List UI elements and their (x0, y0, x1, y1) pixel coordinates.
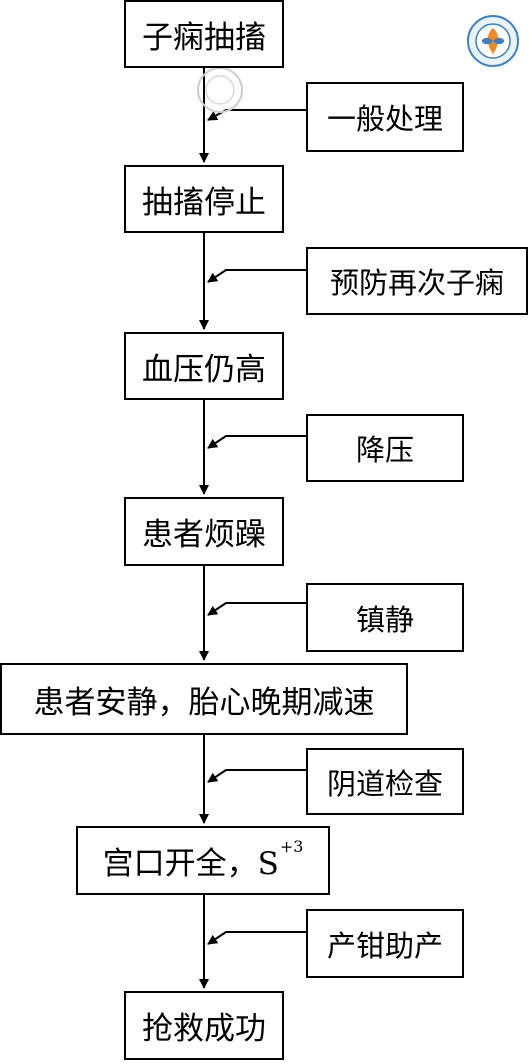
step-label: 宫口开全，S (102, 846, 279, 882)
side-connector-3 (207, 435, 306, 449)
side-connector-1 (207, 109, 306, 121)
step-rescue-success: 抢救成功 (124, 991, 284, 1060)
action-sedation: 镇静 (306, 583, 464, 652)
step-label: 抢救成功 (142, 1011, 266, 1047)
step-cervix-fully-dilated: 宫口开全，S+3 (76, 826, 330, 895)
action-label: 阴道检查 (326, 766, 443, 801)
step-bp-still-high: 血压仍高 (124, 332, 284, 400)
action-lower-bp: 降压 (306, 414, 464, 482)
step-label: 抽搐停止 (142, 184, 266, 221)
action-prevent-recurrence: 预防再次子痫 (306, 247, 528, 315)
association-logo-icon (467, 15, 519, 67)
watermark-seal-icon (197, 67, 243, 113)
step-label: 患者烦躁 (142, 517, 266, 553)
side-connector-2 (207, 269, 306, 283)
action-label: 预防再次子痫 (329, 266, 504, 300)
action-label: 镇静 (355, 602, 414, 637)
action-label: 降压 (355, 433, 414, 467)
step-convulsion-stopped: 抽搐停止 (124, 165, 284, 233)
step-patient-calm: 患者安静，胎心晚期减速 (0, 663, 408, 735)
step-label: 子痫抽搐 (142, 19, 266, 56)
action-vaginal-exam: 阴道检查 (306, 748, 464, 815)
side-connector-5 (207, 769, 306, 783)
step-label: 患者安静，胎心晚期减速 (33, 684, 375, 721)
action-forceps-delivery: 产钳助产 (306, 909, 464, 978)
side-connector-6 (207, 931, 306, 945)
action-label: 一般处理 (326, 102, 443, 136)
action-general-treatment: 一般处理 (306, 82, 464, 152)
action-label: 产钳助产 (326, 928, 443, 963)
step-patient-agitated: 患者烦躁 (124, 497, 284, 566)
step-label: 血压仍高 (142, 351, 266, 388)
step-convulsion: 子痫抽搐 (124, 0, 284, 68)
side-connector-4 (207, 602, 306, 616)
station-superscript: +3 (279, 837, 304, 856)
